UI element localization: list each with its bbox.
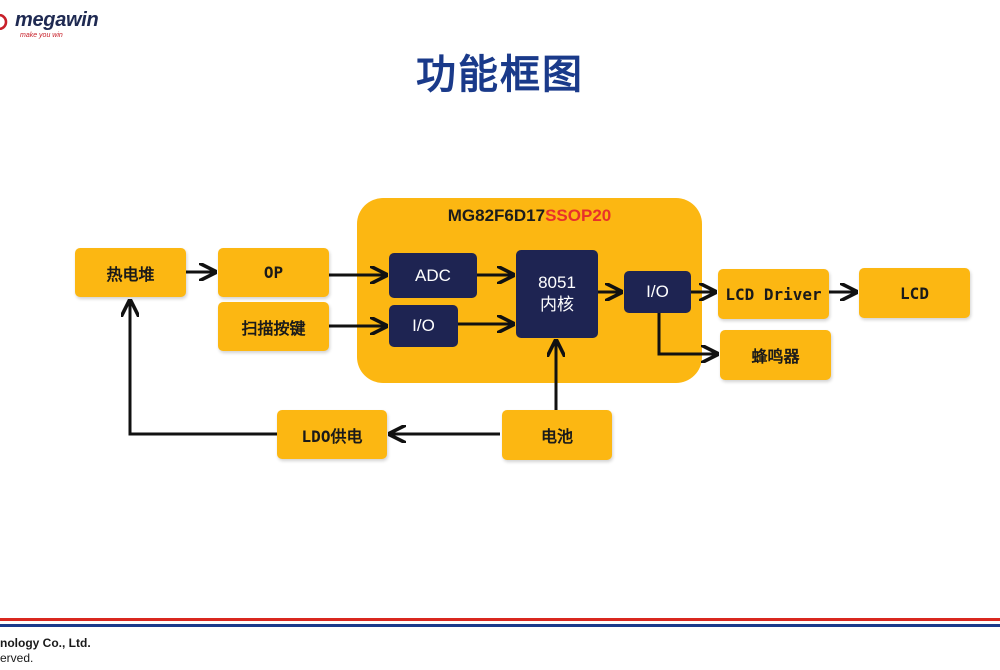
footer-company: nology Co., Ltd. (0, 636, 91, 650)
buzzer-block: 蜂鸣器 (720, 330, 831, 380)
thermopile-block: 热电堆 (75, 248, 186, 297)
core-8051-block: 8051 内核 (516, 250, 598, 338)
chip-package: SSOP20 (545, 206, 612, 225)
footer-rule-red (0, 618, 1000, 621)
op-block: OP (218, 248, 329, 297)
ldo-label: LDO供电 (301, 426, 363, 446)
keyscan-block: 扫描按键 (218, 302, 329, 351)
io-input-block: I/O (389, 305, 458, 347)
arrow-ldo-to-thermopile (130, 302, 277, 436)
logo-swoosh-icon (0, 14, 8, 30)
megawin-logo: megawin make you win (0, 6, 130, 40)
logo-tagline: make you win (20, 32, 63, 39)
arrow-io-to-buzzer (657, 313, 716, 354)
core-label-line1: 8051 (538, 272, 576, 292)
core-label-line2: 内核 (540, 295, 574, 314)
footer-rights: erved. (0, 651, 34, 665)
adc-block: ADC (389, 253, 477, 298)
mcu-chip-label: MG82F6D17SSOP20 (357, 206, 702, 226)
slide-title: 功能框图 (416, 52, 584, 98)
io-output-block: I/O (624, 271, 691, 313)
logo-text: megawin (15, 9, 99, 31)
lcd-driver-block: LCD Driver (718, 269, 829, 319)
footer-rule-blue (0, 624, 1000, 627)
ldo-block: LDO供电 (277, 410, 387, 459)
chip-model: MG82F6D17 (447, 206, 546, 225)
battery-block: 电池 (502, 410, 612, 460)
lcd-block: LCD (859, 268, 970, 318)
